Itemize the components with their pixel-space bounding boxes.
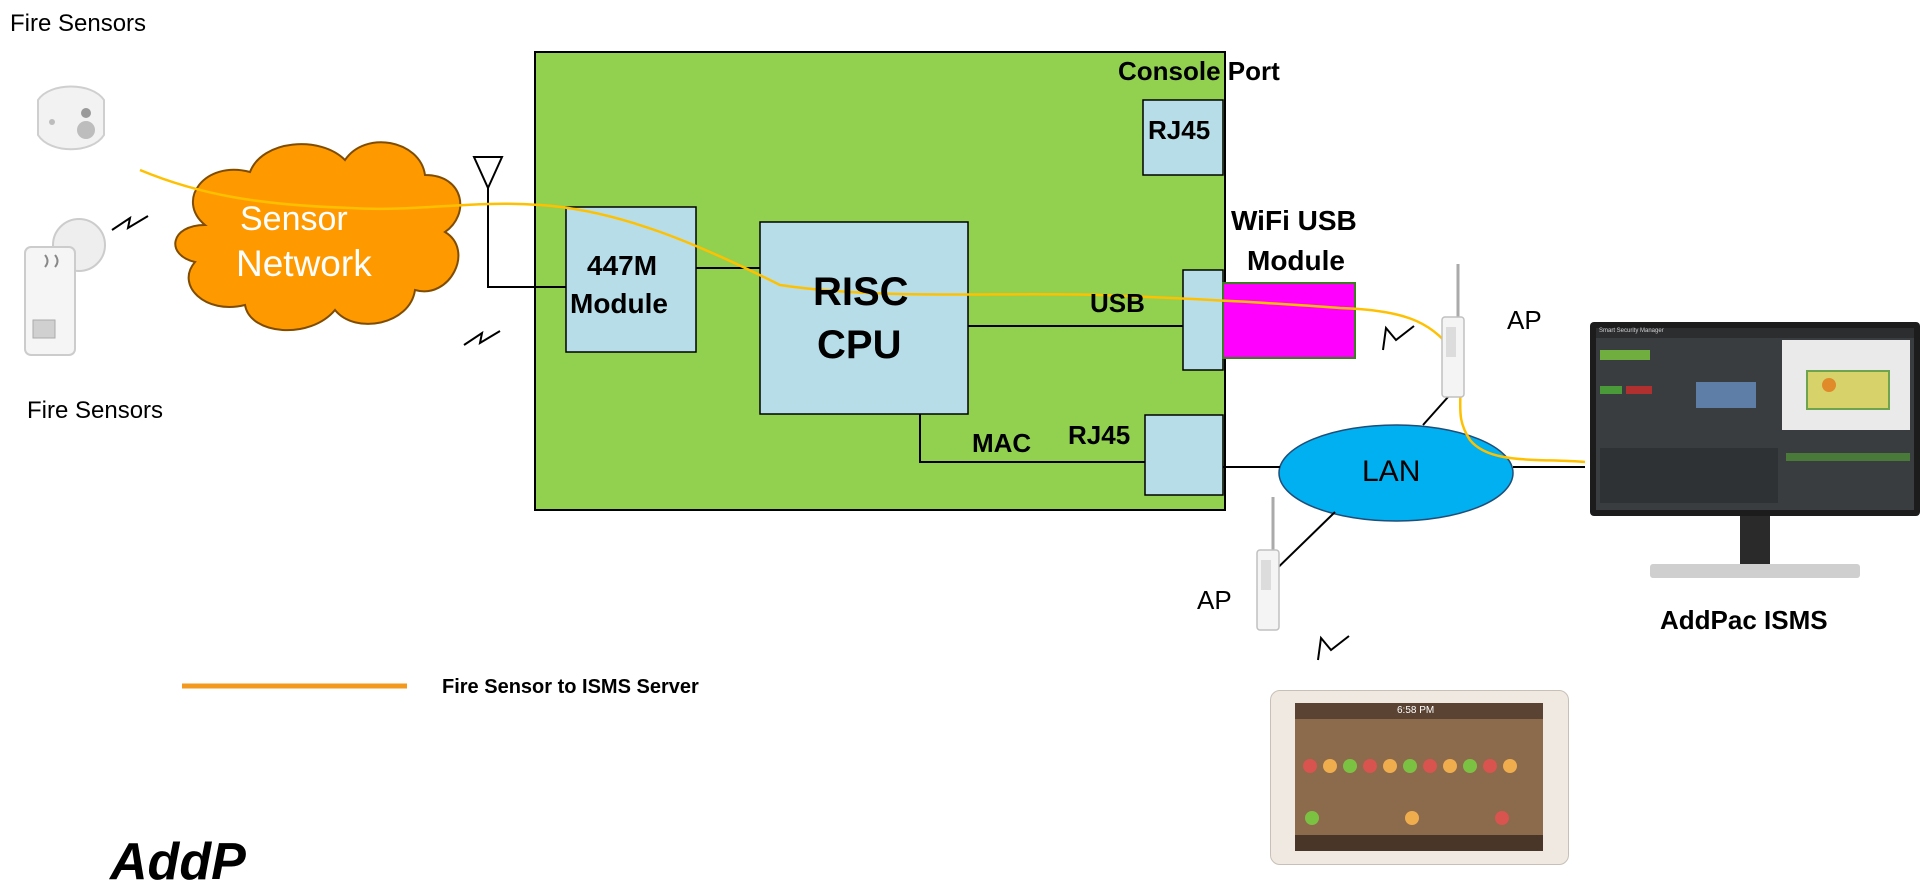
fire-sensors-bottom-label: Fire Sensors <box>27 397 164 424</box>
usb-label: USB <box>1090 288 1145 318</box>
monitor-title: Smart Security Manager <box>1599 328 1664 334</box>
tablet-screen: 6:58 PM <box>1295 703 1543 851</box>
tablet-icon: 6:58 PM <box>1270 690 1569 865</box>
rj45-console-label: RJ45 <box>1148 115 1211 145</box>
addpac-isms-label: AddPac ISMS <box>1660 605 1828 635</box>
risc-cpu-box <box>759 221 969 415</box>
rj45-mac-box <box>1144 414 1224 496</box>
lan-ellipse <box>1278 424 1514 522</box>
sensor-network-cloud <box>174 141 462 331</box>
diagram-canvas <box>111 51 1586 689</box>
monitor-screen: Smart Security Manager <box>1596 328 1914 510</box>
ap-bottom-label: AP <box>1197 585 1232 615</box>
fire-sensors-top-label: Fire Sensors <box>10 10 147 37</box>
risc-cpu-label-line2: CPU <box>817 323 902 367</box>
motion-sensor-icon <box>15 215 110 360</box>
wifi-usb-label-line2: Module <box>1247 245 1345 276</box>
monitor-icon: Smart Security Manager <box>1590 322 1920 584</box>
tablet-time: 6:58 PM <box>1397 705 1435 716</box>
wireless-signal-icon <box>111 215 1415 661</box>
mac-label: MAC <box>972 428 1032 458</box>
rj45-console-box <box>1142 99 1224 176</box>
wifi-usb-label-line1: WiFi USB <box>1231 205 1357 236</box>
module-447m-box <box>565 206 697 353</box>
smoke-detector-icon <box>30 80 112 158</box>
antenna-icon <box>472 156 566 288</box>
console-port-label: Console Port <box>1118 56 1280 86</box>
usb-port-box <box>1182 269 1224 371</box>
access-point-icon <box>1253 495 1283 635</box>
ap-top-label: AP <box>1507 305 1542 335</box>
module-447m-label-line2: Module <box>570 288 668 319</box>
module-447m-label-line1: 447M <box>587 250 658 281</box>
rj45-mac-label: RJ45 <box>1068 420 1131 450</box>
risc-cpu-label-line1: RISC <box>813 270 909 314</box>
access-point-icon <box>1438 262 1468 402</box>
sensor-network-label-line2: Network <box>236 243 372 284</box>
addpac-logo: AddP <box>110 833 246 891</box>
legend-label: Fire Sensor to ISMS Server <box>442 676 699 698</box>
sensor-network-label-line1: Sensor <box>240 200 348 238</box>
wifi-usb-module <box>1222 282 1356 359</box>
lan-label: LAN <box>1362 455 1421 488</box>
